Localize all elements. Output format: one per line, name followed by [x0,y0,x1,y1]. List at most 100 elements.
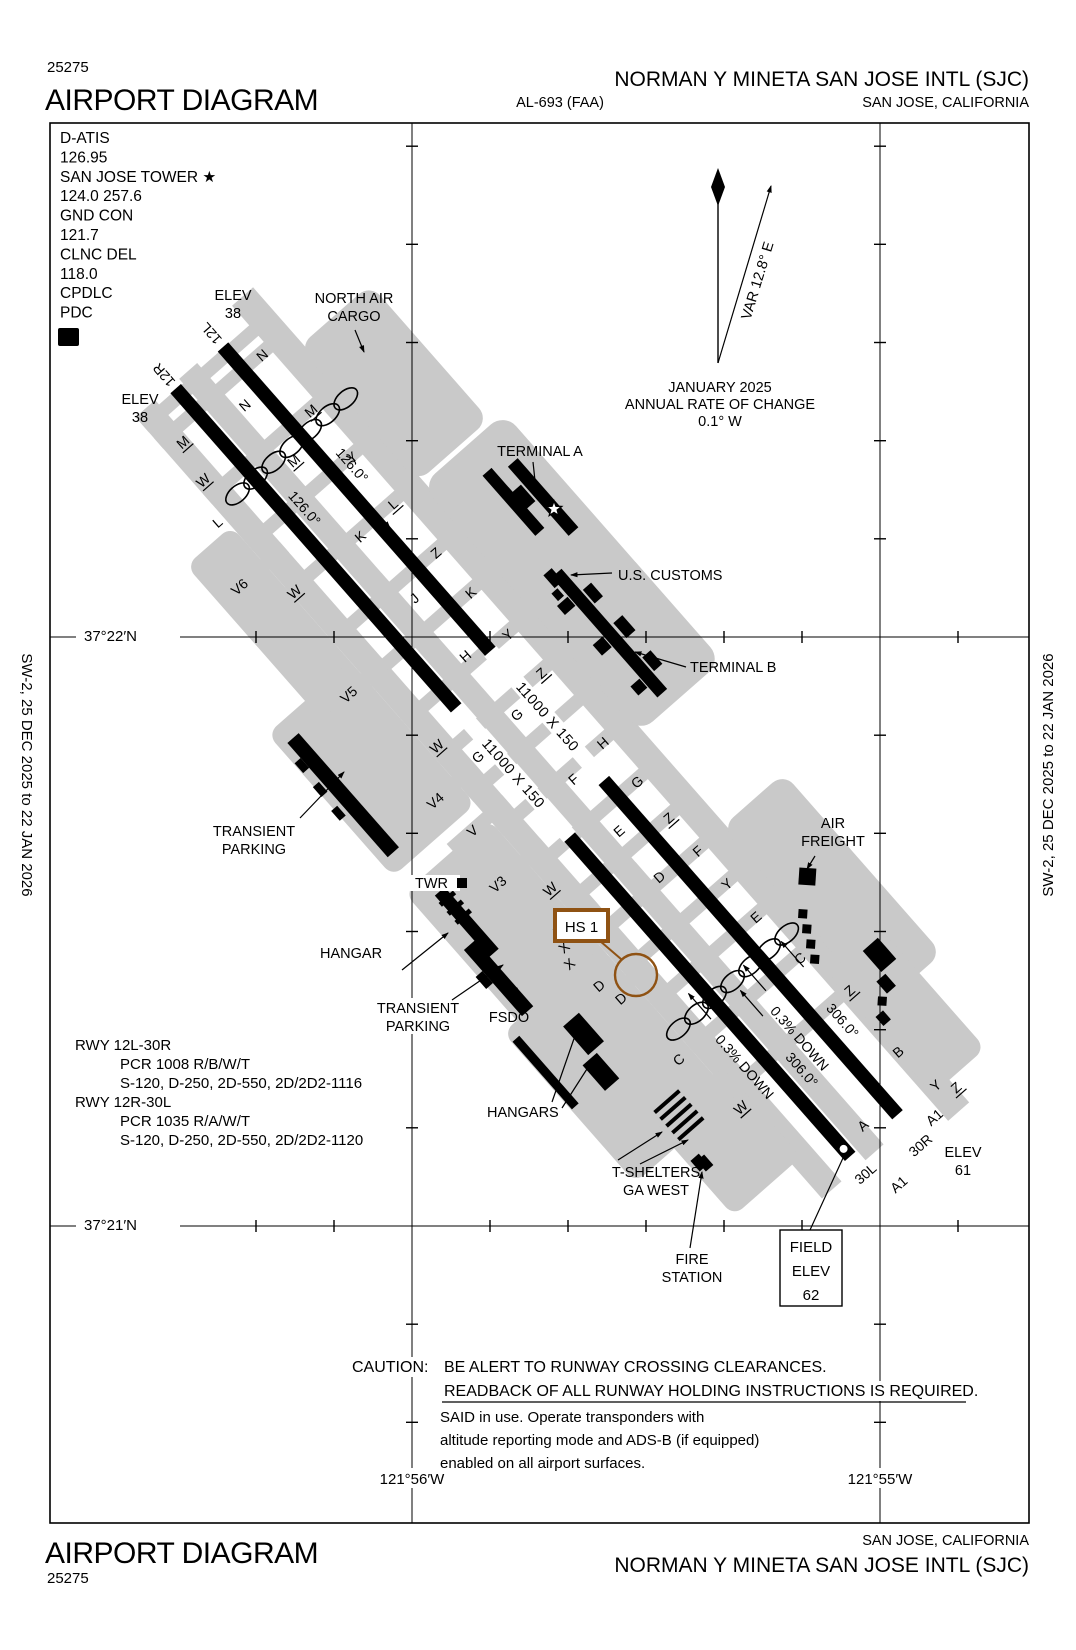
caution-line1: BE ALERT TO RUNWAY CROSSING CLEARANCES. [444,1359,827,1376]
runway-data-line: PCR 1035 R/A/W/T [120,1113,250,1130]
longitude-label-right: 121°55′W [848,1471,914,1488]
north-indicator: VAR 12.8° E JANUARY 2025 ANNUAL RATE OF … [625,168,815,430]
cross-taxiway [139,308,278,433]
runway-heading-arrow [359,492,391,529]
transient-parking-bump [294,758,310,774]
comm-line: CLNC DEL [60,246,137,263]
svg-text:12L: 12L [197,319,225,347]
runway-data-line: S-120, D-250, 2D-550, 2D/2D2-1116 [120,1075,362,1092]
hold-line-ellipse [756,938,782,962]
north-cargo-arrow [354,329,365,353]
transient-apron [272,666,471,872]
callout-hangar: HANGAR [320,946,382,962]
us-customs-arrow [570,572,613,578]
southeast-apron [659,1071,797,1212]
terminal-b-pier [613,615,636,639]
north-arrow-head-icon [711,168,725,206]
cross-taxiway [415,759,481,820]
transient-1-arrow [299,771,345,819]
hot-spot-circle [613,952,659,998]
runway-heading-arrow [687,992,712,1020]
header-plate-number: 25275 [47,59,89,76]
cross-taxiway [284,473,424,598]
runway-heading-arrow [780,940,805,968]
cross-taxiways [139,308,864,1099]
ga-hangar-row [512,1035,579,1110]
air-freight-arrow [806,855,816,870]
note-line: enabled on all airport surfaces. [440,1455,645,1472]
comm-line: GND CON [60,208,133,225]
cross-taxiway [243,426,383,551]
runway-data-line: PCR 1008 R/B/W/T [120,1056,250,1073]
field-elev-value: 62 [803,1287,820,1304]
cargo-building [798,909,808,919]
terminal-buildings [482,458,897,1027]
hold-line-ellipse [315,402,341,427]
fsdo-building-bump [475,971,493,989]
hangars-building [563,1012,604,1056]
hangar-row [434,887,499,958]
cross-taxiway [589,958,655,1018]
us-customs-building-2 [551,588,565,602]
cargo-building [877,996,887,1006]
comm-line: 124.0 257.6 [60,188,142,205]
hangar-stripe [438,890,457,907]
footer-city: SAN JOSE, CALIFORNIA [862,1533,1029,1549]
caution-line2: READBACK OF ALL RUNWAY HOLDING INSTRUCTI… [444,1383,978,1400]
latitude-label-bottom: 37°21′N [84,1217,137,1234]
runway-heading-arrow [742,964,767,992]
cross-taxiway [362,562,502,687]
hot-spot-1: HS 1 [553,908,659,998]
terminal-b-pier [557,596,576,615]
chart-border [49,122,1030,1524]
note-line: altitude reporting mode and ADS-B (if eq… [440,1432,759,1449]
grid-ticks [99,145,959,1424]
effective-dates-right: SW-2, 25 DEC 2025 to 22 JAN 2026 [1040,653,1057,896]
t-shelter-stripe [671,1109,699,1135]
cpdlc-d-icon: D [63,330,73,346]
callout-terminal-b: TERMINAL B [690,660,776,676]
taxiway-band-northeast [232,287,970,1121]
runway-data-line: S-120, D-250, 2D-550, 2D/2D2-1120 [120,1132,363,1149]
transient-parking-row [287,733,399,858]
caution-block: CAUTION: BE ALERT TO RUNWAY CROSSING CLE… [352,1359,978,1403]
runway-end-label: 12R [149,360,178,390]
comm-line: 118.0 [60,266,98,283]
cross-taxiway [685,930,825,1055]
cross-taxiway [589,820,729,945]
lat-lon-grid [50,123,1029,1523]
hangars-arrow-1 [551,1029,578,1103]
cross-taxiway [464,677,603,802]
cross-taxiway [560,787,700,912]
hot-spot-leader [599,940,622,960]
cargo-building [802,924,812,934]
terminal-a-building [507,458,579,536]
label-backgrounds [76,626,980,1488]
field-elevation-box: FIELD ELEV 62 [779,1229,843,1307]
footer-title: AIRPORT DIAGRAM [45,1537,318,1570]
hold-line-ellipse [737,953,764,978]
callout-fsdo: FSDO [489,1010,529,1026]
cross-taxiway [494,712,634,837]
cross-taxiway [154,324,293,449]
hold-line-ellipse [225,482,251,506]
runway-end-apron [832,932,981,1090]
hold-line-ellipse [243,466,269,490]
fire-station-symbol [696,1154,714,1172]
callout-twr: TWR [415,876,448,892]
runway-data-line: RWY 12L-30R [75,1037,171,1054]
t-shelters-arrow-2 [639,1139,689,1165]
cross-taxiway [724,974,864,1099]
tower-symbol [457,878,467,888]
hot-spot-box [553,908,610,943]
footer-airport-name: NORMAN Y MINETA SAN JOSE INTL (SJC) [614,1554,1029,1577]
cargo-building-cluster [876,973,896,994]
